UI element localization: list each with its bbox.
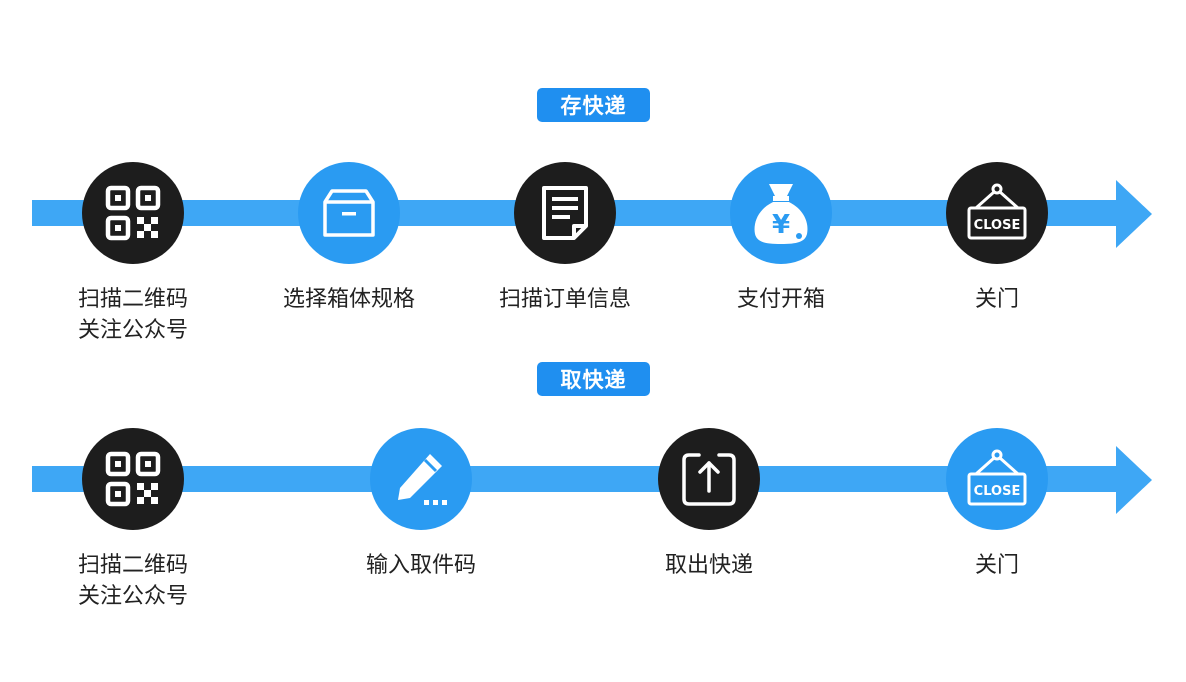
- money-bag-icon: ¥: [730, 162, 832, 264]
- flow-arrowhead: [1116, 446, 1152, 514]
- store-flow: 存快递 扫描二维: [0, 0, 1186, 343]
- step-label: 关门: [974, 287, 1019, 312]
- step-label: 输入取件码: [365, 553, 476, 578]
- step-label: 关门: [974, 553, 1019, 578]
- step-label: 扫描订单信息: [498, 287, 631, 312]
- qr-code-icon: [82, 428, 184, 530]
- flow-track: [32, 466, 1122, 492]
- step-label: 扫描二维码 关注公众号: [77, 553, 188, 609]
- store-step-scan-order: 扫描订单信息: [445, 162, 685, 315]
- pencil-icon: [370, 428, 472, 530]
- pickup-step-scan-qr: 扫描二维码 关注公众号: [13, 428, 253, 612]
- money-symbol: ¥: [772, 210, 790, 240]
- step-label: 扫描二维码 关注公众号: [77, 287, 188, 343]
- pickup-title-badge: 取快递: [537, 362, 650, 396]
- store-step-select-size: 选择箱体规格: [229, 162, 469, 315]
- store-step-close-door: CLOSE 关门: [877, 162, 1117, 315]
- store-step-pay-open: ¥ 支付开箱: [661, 162, 901, 315]
- step-label: 支付开箱: [736, 287, 825, 312]
- flow-arrowhead: [1116, 180, 1152, 248]
- pickup-flow: 取快递 扫描二维: [0, 266, 1186, 609]
- qr-code-icon: [82, 162, 184, 264]
- close-sign-text: CLOSE: [974, 484, 1021, 499]
- close-sign-icon: CLOSE: [946, 162, 1048, 264]
- store-step-scan-qr: 扫描二维码 关注公众号: [13, 162, 253, 346]
- close-sign-text: CLOSE: [974, 218, 1021, 233]
- pickup-step-take-out: 取出快递: [589, 428, 829, 581]
- store-title-badge: 存快递: [537, 88, 650, 122]
- box-icon: [298, 162, 400, 264]
- document-icon: [514, 162, 616, 264]
- step-label: 选择箱体规格: [282, 287, 415, 312]
- close-sign-icon: CLOSE: [946, 428, 1048, 530]
- pickup-step-close-door: CLOSE 关门: [877, 428, 1117, 581]
- step-label: 取出快递: [664, 553, 753, 578]
- upload-icon: [658, 428, 760, 530]
- pickup-step-enter-code: 输入取件码: [301, 428, 541, 581]
